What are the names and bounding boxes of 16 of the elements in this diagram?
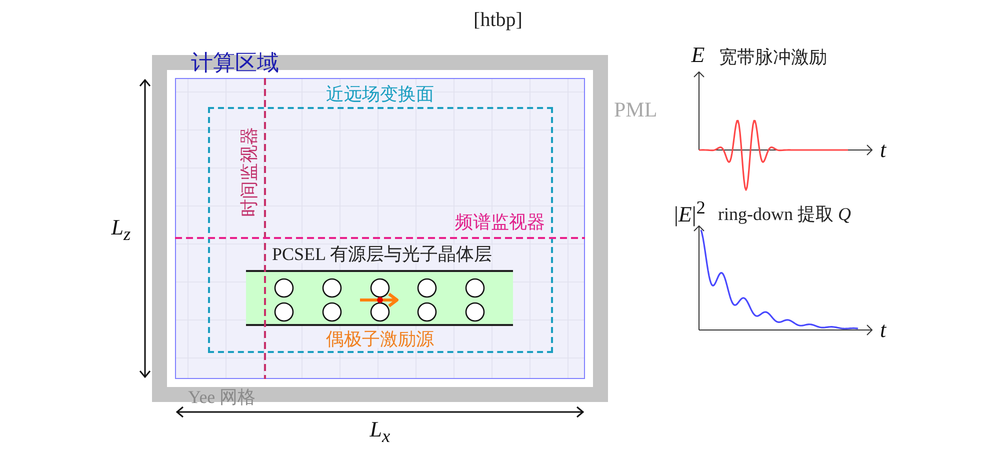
- float-option-text: [htbp]: [474, 10, 522, 30]
- axis-label: t: [880, 139, 886, 161]
- grid-label: Yee 网格: [188, 388, 256, 406]
- plot-title: ring-down 提取 Q: [718, 205, 851, 223]
- axis-label: t: [880, 319, 886, 341]
- pml-label: PML: [614, 100, 658, 120]
- axis-label: E: [691, 44, 705, 66]
- monitor-label: 时间监视器: [240, 127, 258, 217]
- region-title: 计算区域: [191, 52, 279, 74]
- monitor-label: 频谱监视器: [455, 213, 545, 231]
- box-label: 近远场变换面: [326, 85, 434, 103]
- dimension-label: L$_{z}$: [111, 216, 131, 244]
- axis-label: |E|$^{2}$: [674, 198, 706, 226]
- plot-title: 宽带脉冲激励: [719, 48, 827, 66]
- dimension-label: L$_{x}$: [370, 418, 390, 446]
- layer-label: PCSEL 有源层与光子晶体层: [272, 245, 492, 263]
